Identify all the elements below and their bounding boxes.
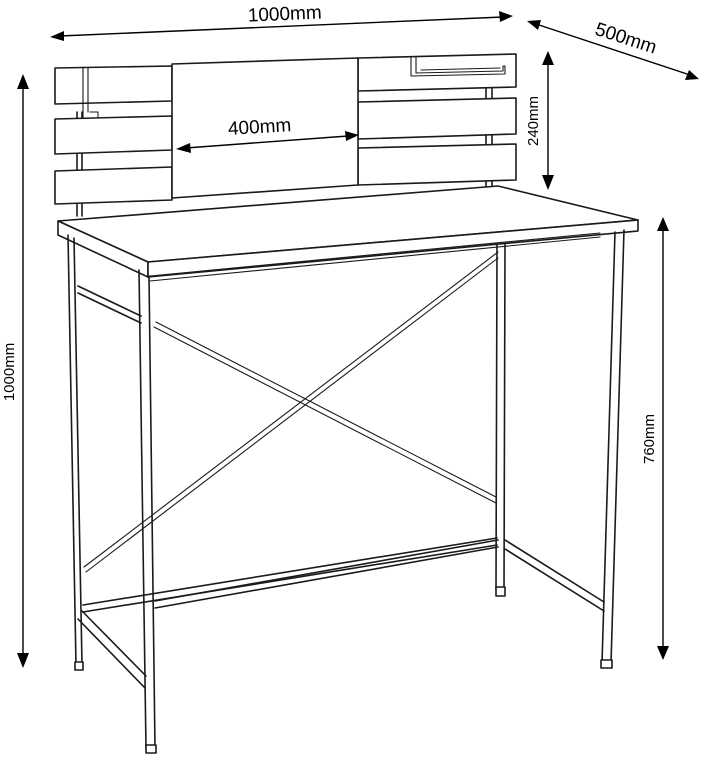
dimension-center-panel: 400mm <box>176 115 359 153</box>
left-hook <box>82 66 99 119</box>
dimension-overall-width: 1000mm <box>50 2 513 41</box>
desk-top <box>57 185 639 282</box>
dimension-overall-height: 1000mm <box>1 74 29 668</box>
left-slat-middle <box>54 115 173 155</box>
center-panel <box>171 57 359 199</box>
left-slat-bottom <box>54 166 173 205</box>
dimension-hutch-height: 240mm <box>525 51 554 190</box>
label-depth: 500mm <box>592 19 659 59</box>
hutch-frame <box>54 53 517 217</box>
dimension-depth: 500mm <box>527 19 699 80</box>
dimension-desk-height: 760mm <box>641 217 669 660</box>
right-slat-bottom <box>357 143 517 186</box>
label-center-panel: 400mm <box>227 115 292 140</box>
left-slat-top <box>54 65 173 105</box>
label-desk-height: 760mm <box>641 414 658 464</box>
label-overall-height: 1000mm <box>1 343 18 401</box>
right-shelf <box>410 56 506 77</box>
frame <box>67 229 625 754</box>
label-hutch-height: 240mm <box>525 96 542 146</box>
label-overall-width: 1000mm <box>247 2 322 26</box>
right-slat-middle <box>357 97 517 140</box>
